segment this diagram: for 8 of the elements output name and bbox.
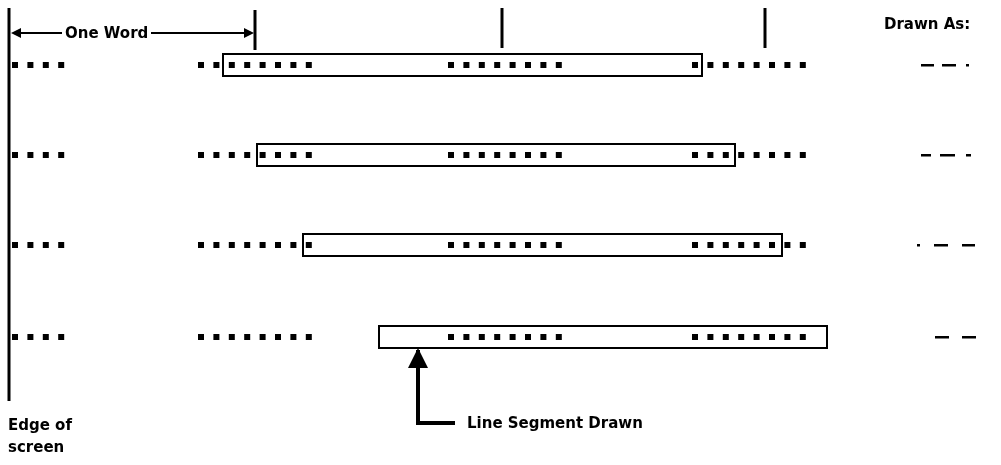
- text-label: Drawn As:: [884, 15, 971, 33]
- text-label: Edge of screen: [8, 415, 74, 458]
- line-segment-box: [378, 325, 828, 349]
- leader-arrow: [408, 348, 455, 425]
- line-segment-box: [256, 143, 736, 167]
- line-segment-box: [302, 233, 783, 257]
- callout-text: Line Segment Drawn: [467, 412, 643, 434]
- line-segment-box: [222, 53, 703, 77]
